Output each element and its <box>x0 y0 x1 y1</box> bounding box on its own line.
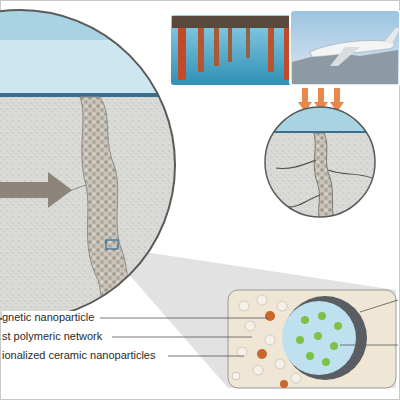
part-label: ionalized ceramic nanoparticles <box>2 349 157 362</box>
cracked-material <box>260 100 380 220</box>
leader-lines <box>100 300 398 356</box>
offshore-photo <box>170 14 298 86</box>
pressure-arrow <box>0 172 72 208</box>
airplane-photo <box>290 10 400 86</box>
nanoscale-box <box>228 290 396 388</box>
part-label: st polymeric network <box>2 330 104 343</box>
part-label: gnetic nanoparticle <box>2 311 96 324</box>
